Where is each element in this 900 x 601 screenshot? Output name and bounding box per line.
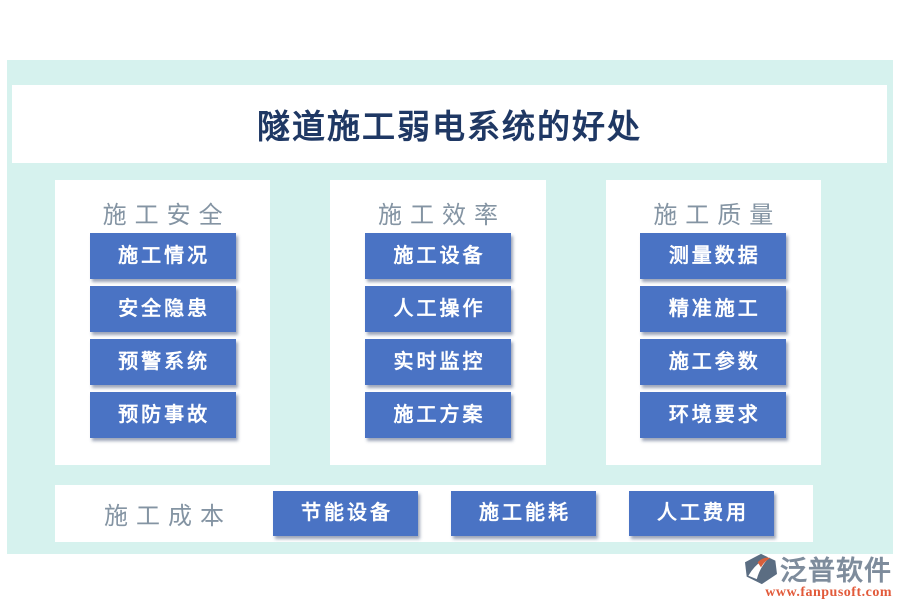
feature-button[interactable]: 人工操作 bbox=[364, 286, 511, 332]
feature-button[interactable]: 施工参数 bbox=[640, 339, 787, 385]
feature-button[interactable]: 预警系统 bbox=[89, 339, 236, 385]
feature-button[interactable]: 施工情况 bbox=[89, 233, 236, 279]
brand-website[interactable]: www.fanpusoft.com bbox=[765, 585, 892, 600]
feature-button[interactable]: 施工能耗 bbox=[451, 491, 596, 536]
category-header-safety: 施工安全 bbox=[102, 203, 231, 229]
fanpu-logo-icon bbox=[744, 553, 778, 585]
feature-button[interactable]: 预防事故 bbox=[89, 392, 236, 438]
feature-button[interactable]: 环境要求 bbox=[640, 392, 787, 438]
category-card-efficiency: 施工效率 施工设备 人工操作 实时监控 施工方案 bbox=[330, 180, 546, 465]
brand-name: 泛普软件 bbox=[780, 556, 892, 586]
category-header-efficiency: 施工效率 bbox=[377, 203, 506, 229]
brand-footer[interactable]: 泛普软件 www.fanpusoft.com bbox=[744, 549, 892, 601]
feature-button[interactable]: 精准施工 bbox=[640, 286, 787, 332]
mint-panel: 隧道施工弱电系统的好处 施工安全 施工情况 安全隐患 预警系统 预防事故 施工效… bbox=[7, 60, 893, 554]
category-card-quality: 施工质量 测量数据 精准施工 施工参数 环境要求 bbox=[605, 180, 821, 465]
feature-button[interactable]: 测量数据 bbox=[640, 233, 787, 279]
feature-button[interactable]: 施工方案 bbox=[364, 392, 511, 438]
category-cards-row: 施工安全 施工情况 安全隐患 预警系统 预防事故 施工效率 施工设备 人工操作 … bbox=[55, 180, 821, 465]
page-title: 隧道施工弱电系统的好处 bbox=[257, 110, 642, 146]
category-header-cost: 施工成本 bbox=[104, 504, 232, 530]
feature-button[interactable]: 节能设备 bbox=[273, 491, 418, 536]
feature-button[interactable]: 实时监控 bbox=[364, 339, 511, 385]
feature-button[interactable]: 施工设备 bbox=[364, 233, 511, 279]
category-card-safety: 施工安全 施工情况 安全隐患 预警系统 预防事故 bbox=[55, 180, 271, 465]
title-banner: 隧道施工弱电系统的好处 bbox=[12, 85, 887, 163]
feature-button[interactable]: 安全隐患 bbox=[89, 286, 236, 332]
feature-button[interactable]: 人工费用 bbox=[629, 491, 774, 536]
cost-bar: 施工成本 节能设备 施工能耗 人工费用 bbox=[55, 485, 813, 542]
category-header-quality: 施工质量 bbox=[653, 203, 782, 229]
